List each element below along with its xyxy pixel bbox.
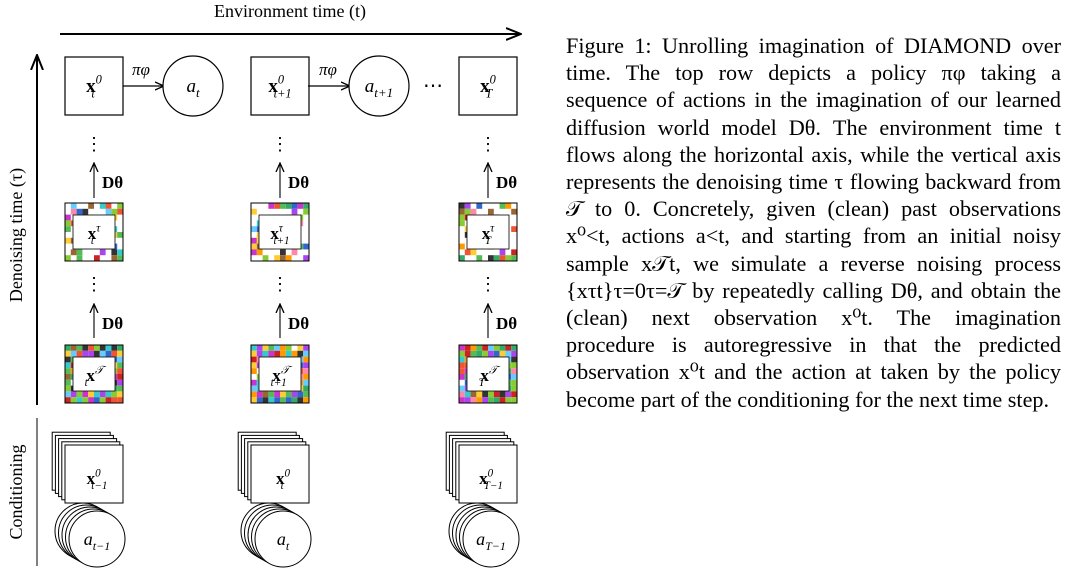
figure-caption: Figure 1: Unrolling imagination of DIAMO… xyxy=(566,32,1061,413)
policy-step-1: πφ at xyxy=(123,55,224,117)
noise-patch xyxy=(64,202,124,262)
svg-text:Dθ: Dθ xyxy=(288,314,309,333)
svg-text:x0t: x0t xyxy=(86,72,103,100)
caption-body: over time. The top row depicts a policy … xyxy=(566,33,1062,412)
svg-text:x0T: x0T xyxy=(480,72,497,100)
svg-text:⋮: ⋮ xyxy=(271,274,289,294)
svg-text:⋮: ⋮ xyxy=(85,134,103,154)
svg-text:Dθ: Dθ xyxy=(102,173,123,192)
caption-intro: Unrolling imagination of xyxy=(662,33,894,58)
svg-text:Dθ: Dθ xyxy=(288,173,309,192)
svg-text:⋮: ⋮ xyxy=(85,274,103,294)
svg-text:⋮: ⋮ xyxy=(479,134,497,154)
action-circle xyxy=(162,55,224,117)
svg-text:Dθ: Dθ xyxy=(102,314,123,333)
svg-text:x0t−1: x0t−1 xyxy=(87,467,108,492)
method-name: DIAMOND xyxy=(903,33,1012,58)
svg-text:xτT: xτT xyxy=(482,222,496,247)
conditioning-label: Conditioning xyxy=(6,444,26,539)
svg-text:x0T−1: x0T−1 xyxy=(479,467,503,492)
svg-text:x0t+1: x0t+1 xyxy=(268,72,291,100)
svg-text:x0t: x0t xyxy=(276,467,291,492)
noise-patch xyxy=(64,344,124,404)
policy-step-2: πφ at+1 xyxy=(308,55,410,117)
svg-text:πφ: πφ xyxy=(319,60,337,79)
env-axis-label: Environment time (t) xyxy=(214,1,366,22)
svg-text:⋮: ⋮ xyxy=(271,134,289,154)
svg-text:xτt: xτt xyxy=(88,222,102,247)
noise-patch xyxy=(458,344,518,404)
svg-text:xτt+1: xτt+1 xyxy=(270,222,289,247)
horizontal-ellipsis: ⋯ xyxy=(423,75,443,97)
noise-patch xyxy=(458,202,518,262)
caption-label: Figure 1: xyxy=(566,33,652,58)
svg-text:πφ: πφ xyxy=(132,60,150,79)
noise-patch xyxy=(250,202,310,262)
svg-text:Dθ: Dθ xyxy=(496,173,517,192)
noise-patch xyxy=(250,344,310,404)
denoise-axis-label: Denoising time (τ) xyxy=(6,168,27,302)
action-circle xyxy=(348,55,410,117)
diamond-figure: Environment time (t) Denoising time (τ) … xyxy=(6,1,540,568)
svg-text:Dθ: Dθ xyxy=(496,314,517,333)
svg-text:⋮: ⋮ xyxy=(479,274,497,294)
